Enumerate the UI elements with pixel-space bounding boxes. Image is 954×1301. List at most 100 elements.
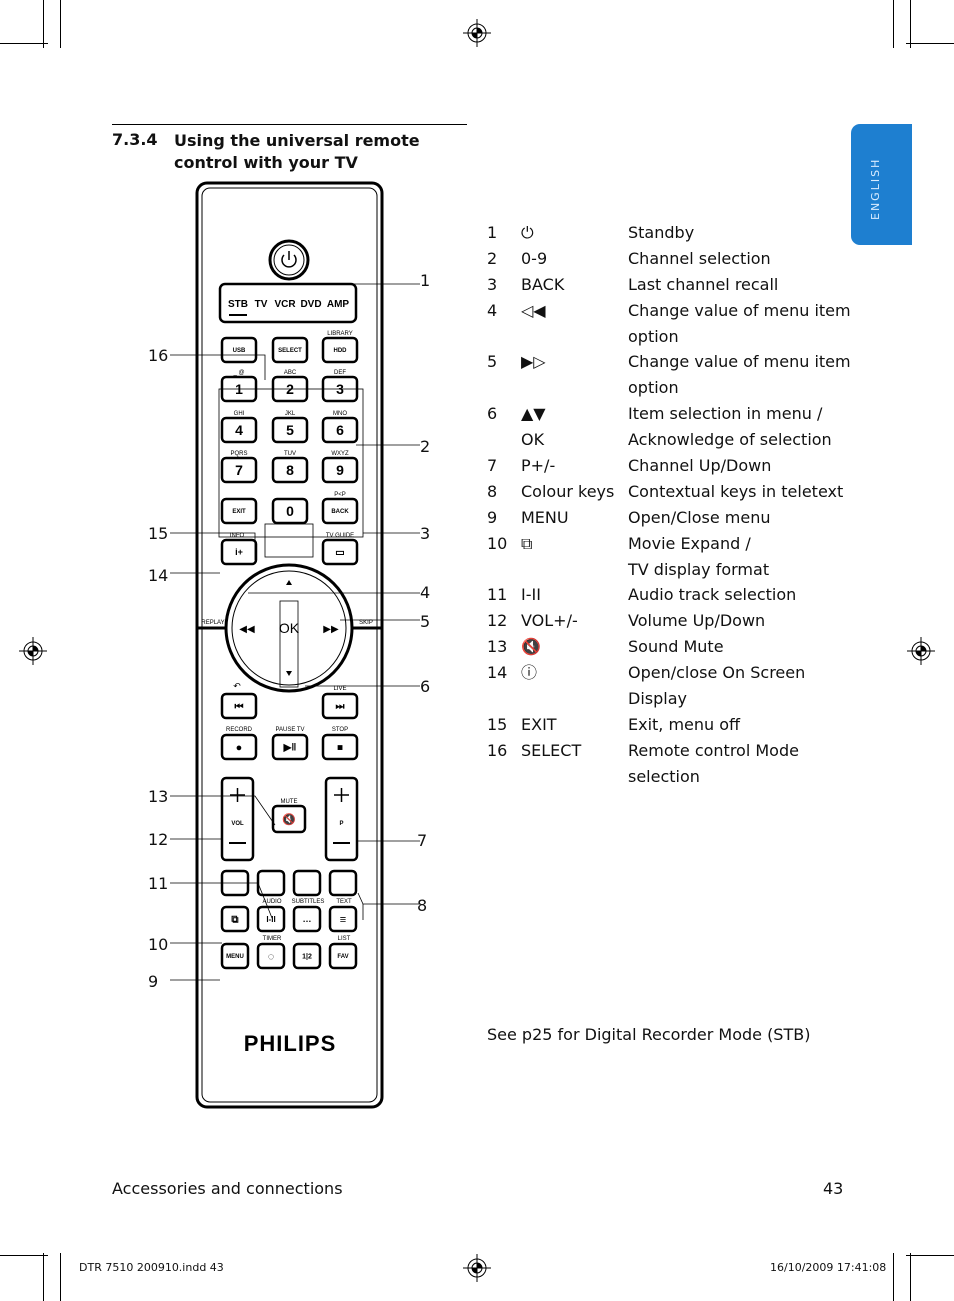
pause-tv-button bbox=[271, 733, 309, 761]
callout-15: 15 bbox=[148, 524, 169, 543]
legend-number: 14 bbox=[487, 663, 508, 683]
fav-button bbox=[328, 942, 358, 970]
key-caption: INFO bbox=[230, 533, 245, 539]
page-number: 43 bbox=[823, 1179, 844, 1198]
key-caption: GHI bbox=[234, 411, 245, 417]
legend-key: Colour keys bbox=[521, 481, 615, 501]
audio-button bbox=[256, 905, 286, 933]
key-caption: LIBRARY bbox=[327, 331, 353, 337]
heading-rule bbox=[112, 124, 467, 125]
key-caption: ABC bbox=[284, 370, 297, 376]
legend-number: 2 bbox=[487, 248, 498, 268]
legend-key: ◁◀ bbox=[521, 300, 546, 320]
movie-expand-button bbox=[220, 905, 250, 933]
crop-mark bbox=[43, 0, 44, 48]
usb-button bbox=[220, 336, 258, 364]
menu-button bbox=[220, 942, 250, 970]
philips-logo: PHILIPS bbox=[244, 1031, 337, 1056]
legend-description: Item selection in menu / bbox=[628, 404, 823, 424]
digit-6-button bbox=[321, 416, 359, 444]
back-button-label: BACK bbox=[331, 509, 349, 515]
legend-description: selection bbox=[628, 766, 700, 786]
key-caption: TUV bbox=[284, 451, 296, 457]
legend-number: 12 bbox=[487, 611, 508, 631]
legend-key: VOL+/- bbox=[521, 611, 578, 631]
legend-number: 13 bbox=[487, 637, 508, 657]
callout-8: 8 bbox=[417, 896, 428, 915]
legend-description: Contextual keys in teletext bbox=[628, 481, 844, 501]
vol-rocker bbox=[220, 776, 255, 862]
key-caption: MNO bbox=[333, 411, 347, 417]
legend-key: SELECT bbox=[521, 740, 582, 760]
key-caption: DEF bbox=[334, 370, 346, 376]
section-number: 7.3.4 bbox=[112, 130, 158, 149]
timer-button bbox=[256, 942, 286, 970]
legend-description: Movie Expand / bbox=[628, 533, 751, 553]
legend-description: Channel selection bbox=[628, 248, 771, 268]
digit-5-button-label: 5 bbox=[286, 422, 294, 438]
crop-mark bbox=[906, 43, 954, 44]
digit-8-button-label: 8 bbox=[286, 462, 294, 478]
hdd-button-label: HDD bbox=[334, 348, 348, 354]
callout-2: 2 bbox=[420, 437, 431, 456]
reference-note: See p25 for Digital Recorder Mode (STB) bbox=[487, 1025, 811, 1044]
callout-5: 5 bbox=[420, 612, 431, 631]
legend-description: Sound Mute bbox=[628, 637, 724, 657]
mode-selector bbox=[218, 282, 358, 324]
right-arrow-icon: ▶▶ bbox=[323, 624, 339, 635]
legend-number: 3 bbox=[487, 274, 498, 294]
callout-3: 3 bbox=[420, 524, 431, 543]
svg-text:VOL: VOL bbox=[231, 821, 244, 827]
key-caption: _ @ bbox=[232, 370, 244, 376]
crop-mark bbox=[60, 0, 61, 48]
legend-key: 0-9 bbox=[521, 248, 548, 268]
digit-0-button-label: 0 bbox=[286, 503, 294, 519]
callout-12: 12 bbox=[148, 830, 169, 849]
audio-button-label: I-II bbox=[266, 915, 275, 924]
callout-16: 16 bbox=[148, 346, 169, 365]
legend-key: EXIT bbox=[521, 714, 557, 734]
stop-button bbox=[321, 733, 359, 761]
legend-description: Standby bbox=[628, 223, 695, 242]
legend-number: 16 bbox=[487, 740, 508, 760]
key-caption: AUDIO bbox=[262, 899, 281, 905]
callout-14: 14 bbox=[148, 566, 169, 585]
legend-description: Display bbox=[628, 689, 687, 709]
timer-button-label: ◌ bbox=[268, 951, 275, 963]
digit-9-button bbox=[321, 456, 359, 484]
digit-0-button bbox=[271, 497, 309, 525]
legend-key: ▶▷ bbox=[521, 352, 546, 372]
callout-9: 9 bbox=[148, 972, 159, 991]
usb-button-label: USB bbox=[233, 348, 246, 354]
legend-key: I-II bbox=[521, 585, 541, 605]
callout-1: 1 bbox=[420, 271, 431, 290]
callout-7: 7 bbox=[417, 831, 428, 850]
subtitles-button-label: … bbox=[303, 914, 312, 924]
record-button-label: ● bbox=[236, 742, 243, 754]
legend-number: 10 bbox=[487, 533, 508, 553]
hdd-button bbox=[321, 336, 359, 364]
crop-mark bbox=[893, 1253, 894, 1301]
callout-10: 10 bbox=[148, 935, 169, 954]
legend-key: BACK bbox=[521, 274, 565, 294]
legend-number: 1 bbox=[487, 223, 498, 242]
tv-guide-button-label: ▭ bbox=[335, 548, 344, 559]
exit-button bbox=[220, 497, 258, 525]
next-button bbox=[321, 692, 359, 720]
legend-description: Open/close On Screen bbox=[628, 663, 806, 683]
legend-key: ⏻ bbox=[521, 223, 534, 242]
legend-description: Volume Up/Down bbox=[628, 611, 766, 631]
svg-text:REPLAY: REPLAY bbox=[201, 620, 224, 626]
previous-button bbox=[220, 692, 258, 720]
select-button-label: SELECT bbox=[278, 348, 302, 354]
text-button-label: ≡ bbox=[340, 914, 346, 926]
digit-7-button-label: 7 bbox=[235, 462, 243, 478]
legend-key: 🔇 bbox=[521, 637, 541, 657]
next-button-label: ⏭ bbox=[336, 702, 345, 713]
legend-number: 11 bbox=[487, 585, 508, 605]
crop-mark bbox=[43, 1253, 44, 1301]
left-arrow-icon: ◀◀ bbox=[239, 624, 255, 635]
print-slug-file: DTR 7510 200910.indd 43 bbox=[79, 1261, 224, 1274]
key-caption: JKL bbox=[285, 411, 296, 417]
legend-number: 6 bbox=[487, 404, 498, 424]
